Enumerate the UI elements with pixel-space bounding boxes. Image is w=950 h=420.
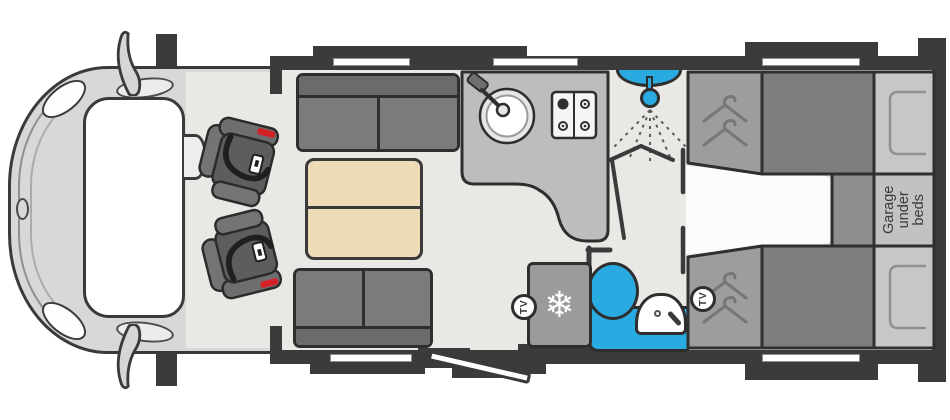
tv-point-right: TV bbox=[690, 286, 716, 312]
bulkhead-stub-bottom bbox=[270, 326, 282, 364]
snowflake-icon: ❄ bbox=[544, 284, 575, 325]
wing-mirror-bottom bbox=[116, 324, 142, 390]
seatbelt-clip-red bbox=[257, 128, 276, 138]
basin-drain bbox=[654, 310, 661, 317]
wing-mirror-top bbox=[116, 30, 142, 96]
shower-bifold-door bbox=[608, 144, 675, 162]
rear-bumper-tab-bottom bbox=[918, 362, 946, 382]
garage-under-beds-label: Garage under beds bbox=[881, 185, 928, 235]
lounge-table bbox=[305, 158, 423, 260]
tap-spout bbox=[480, 88, 502, 109]
cab-bonnet-line bbox=[30, 88, 262, 332]
seatbelt-strap bbox=[222, 133, 271, 182]
toilet-icon bbox=[587, 262, 639, 320]
fridge: ❄ bbox=[527, 262, 592, 348]
bed-walkway bbox=[686, 166, 832, 254]
wall-bump-bottom-bedroom bbox=[745, 362, 878, 380]
cab-seat-bottom bbox=[201, 208, 283, 300]
window-top-lounge bbox=[333, 58, 410, 66]
window-top-kitchen bbox=[493, 58, 578, 66]
bulkhead-stub-top bbox=[270, 56, 282, 94]
washbasin-icon bbox=[635, 293, 687, 335]
tap-handle bbox=[466, 72, 489, 93]
wall-bump-top-lounge bbox=[313, 46, 527, 58]
cab-pillar-top bbox=[156, 34, 177, 68]
seatbelt-clip-red bbox=[260, 278, 279, 288]
windscreen bbox=[83, 97, 185, 318]
seatbelt-strap bbox=[225, 234, 274, 283]
window-bottom-bedroom bbox=[762, 354, 860, 362]
grille-badge bbox=[16, 198, 29, 220]
sofa-front-bottom bbox=[293, 268, 433, 348]
bed-bottom bbox=[760, 244, 876, 350]
tv-point-left: TV bbox=[511, 294, 537, 320]
pillow-top bbox=[872, 70, 936, 176]
rear-bumper-tab-top bbox=[918, 38, 946, 58]
window-top-bedroom bbox=[762, 58, 860, 66]
window-bottom-lounge bbox=[330, 354, 412, 362]
cab-pillar-bottom bbox=[156, 352, 177, 386]
wall-bump-top-bedroom bbox=[745, 42, 878, 58]
bed-top bbox=[760, 70, 876, 176]
washroom-door-open bbox=[610, 158, 626, 240]
center-step bbox=[830, 172, 876, 248]
sofa-front-top bbox=[296, 73, 460, 152]
wall-bump-bottom-lounge bbox=[310, 362, 425, 374]
rear-bedroom bbox=[686, 70, 936, 350]
pillow-bottom bbox=[872, 244, 936, 350]
cab-seat-top bbox=[198, 116, 280, 208]
kitchen-unit bbox=[460, 70, 610, 243]
shower-head-icon bbox=[640, 88, 660, 108]
